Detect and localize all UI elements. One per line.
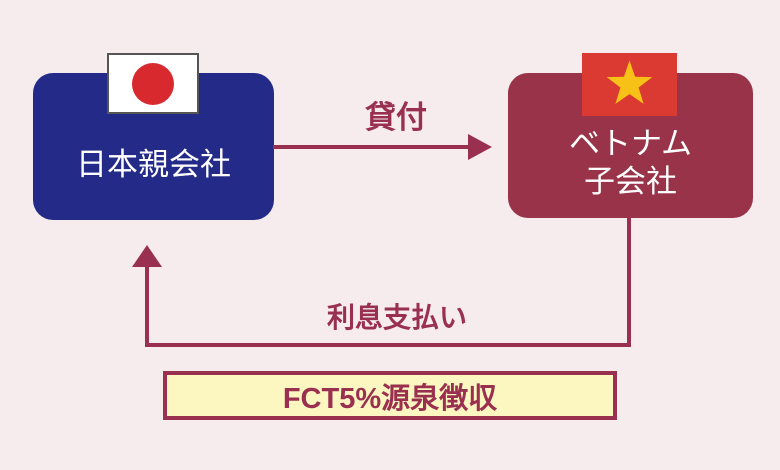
fct-withholding-box: FCT5%源泉徴収 [163, 371, 617, 420]
vietnam-flag-star-icon [606, 60, 653, 104]
loan-arrow-line [273, 145, 469, 149]
loan-arrowhead-icon [468, 134, 492, 160]
interest-arrow-line-horizontal [145, 343, 631, 347]
japan-flag-icon [107, 53, 199, 114]
vietnam-subsidiary-label-line2: 子会社 [584, 163, 677, 199]
vietnam-subsidiary-box: ベトナム 子会社 [508, 73, 753, 218]
fct-withholding-label: FCT5%源泉徴収 [282, 382, 498, 415]
interest-arrow-line-up [145, 262, 149, 347]
interest-payment-label: 利息支払い [326, 302, 467, 333]
interest-arrowhead-icon [132, 245, 162, 267]
japan-parent-company-label: 日本親会社 [76, 147, 231, 182]
japan-flag-sun-icon [132, 62, 174, 105]
vietnam-flag-icon [582, 53, 677, 116]
vietnam-subsidiary-label-line1: ベトナム [568, 125, 693, 161]
loan-label: 貸付 [365, 100, 427, 135]
interest-arrow-line-down [627, 218, 631, 347]
